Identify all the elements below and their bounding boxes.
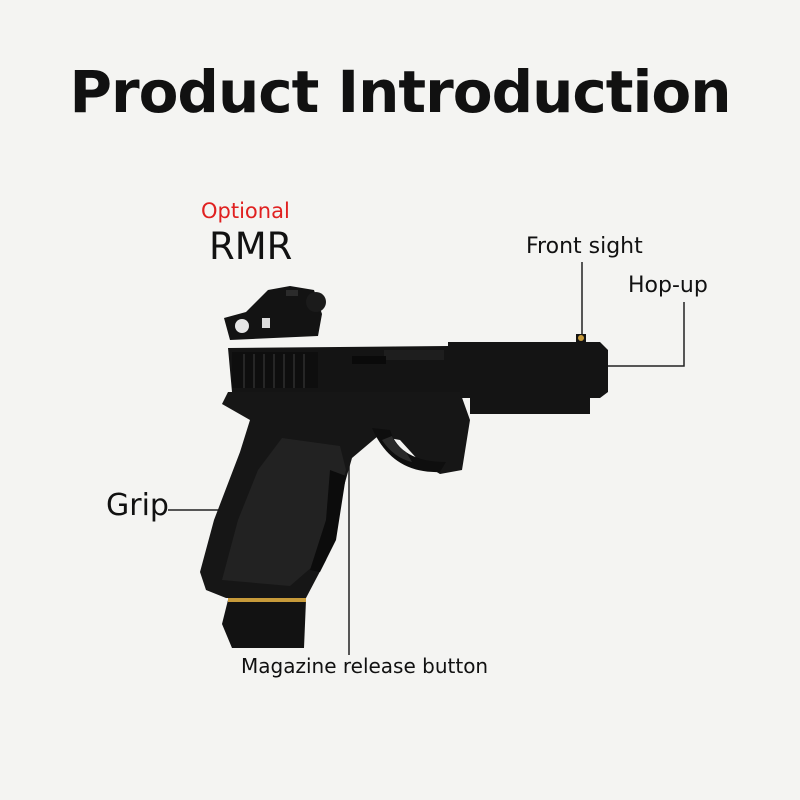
front-sight-label: Front sight — [526, 234, 643, 259]
grip-frame — [200, 392, 590, 598]
magazine — [222, 598, 306, 648]
page-title: Product Introduction — [69, 58, 731, 126]
optional-label: Optional — [201, 199, 290, 223]
rmr-label: RMR — [209, 225, 293, 268]
leader-hop-up — [608, 302, 685, 367]
front-sight — [576, 334, 586, 344]
magazine-release-label: Magazine release button — [241, 654, 489, 678]
hop-up-label: Hop-up — [628, 273, 708, 298]
slide — [228, 342, 608, 398]
grip-label: Grip — [106, 488, 169, 523]
rmr-optic — [224, 286, 326, 340]
